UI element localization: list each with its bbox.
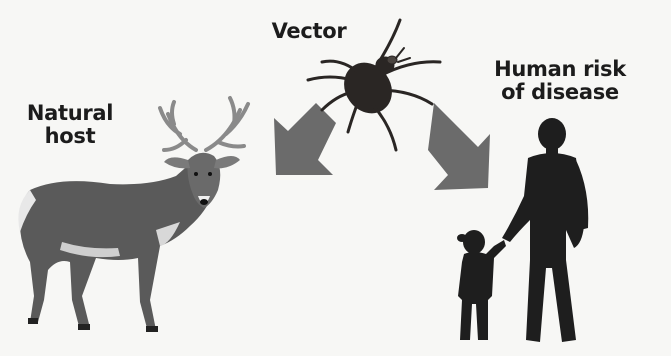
child-silhouette-icon — [457, 230, 506, 340]
natural-host-label: Natural host — [14, 102, 126, 148]
adult-silhouette-icon — [502, 118, 588, 342]
human-risk-label-line2: of disease — [480, 81, 640, 104]
arrow-left-down-icon — [274, 103, 336, 175]
vector-label: Vector — [262, 20, 356, 43]
natural-host-label-line2: host — [14, 125, 126, 148]
human-risk-label-line1: Human risk — [480, 58, 640, 81]
arrow-right-down-icon — [428, 103, 490, 190]
human-risk-label: Human risk of disease — [480, 58, 640, 104]
vector-label-text: Vector — [272, 19, 347, 43]
natural-host-label-line1: Natural — [14, 102, 126, 125]
